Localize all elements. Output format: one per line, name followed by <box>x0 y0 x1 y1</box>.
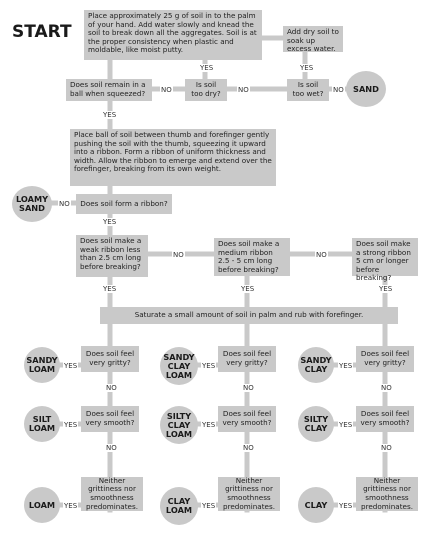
weak-ribbon-question: Does soil make a weak ribbon less than 2… <box>76 235 148 277</box>
answer-label: YES <box>63 362 79 370</box>
gritty-question-col1: Does soil feel very gritty? <box>81 346 139 372</box>
outcome-sandy-clay-loam: SANDY CLAY LOAM <box>160 347 198 385</box>
answer-label: YES <box>240 285 256 293</box>
ball-question: Does soil remain in a ball when squeezed… <box>66 79 152 101</box>
answer-label: YES <box>199 64 215 72</box>
answer-label: YES <box>201 362 217 370</box>
neither-question-col2: Neither grittiness nor smoothness predom… <box>218 476 280 511</box>
outcome-sandy-loam: SANDY LOAM <box>24 347 60 383</box>
strong-ribbon-question: Does soil make a strong ribbon 5 cm or l… <box>352 238 418 282</box>
answer-label: YES <box>338 421 354 429</box>
answer-label: YES <box>378 285 394 293</box>
neither-question-col3: Neither grittiness nor smoothness predom… <box>356 476 418 511</box>
gritty-question-col2: Does soil feel very gritty? <box>218 346 276 372</box>
answer-label: YES <box>102 218 118 226</box>
answer-label: YES <box>299 64 315 72</box>
outcome-silty-clay-loam: SILTY CLAY LOAM <box>160 406 198 444</box>
outcome-sandy-clay: SANDY CLAY <box>298 347 334 383</box>
answer-label: NO <box>380 444 393 452</box>
outcome-loam: LOAM <box>24 487 60 523</box>
answer-label: YES <box>201 421 217 429</box>
smooth-question-col2: Does soil feel very smooth? <box>218 406 276 432</box>
answer-label: NO <box>242 444 255 452</box>
add-dry-soil-step: Add dry soil to soak up excess water. <box>283 26 343 53</box>
answer-label: YES <box>338 362 354 370</box>
too-dry-question: Is soil too dry? <box>185 79 227 101</box>
outcome-loamy-sand: LOAMY SAND <box>12 186 52 222</box>
answer-label: NO <box>105 384 118 392</box>
outcome-sand: SAND <box>346 71 386 107</box>
smooth-question-col3: Does soil feel very smooth? <box>356 406 414 432</box>
answer-label: YES <box>338 502 354 510</box>
answer-label: YES <box>201 502 217 510</box>
ribbon-instructions: Place ball of soil between thumb and for… <box>70 129 276 186</box>
answer-label: YES <box>63 502 79 510</box>
outcome-silt-loam: SILT LOAM <box>24 406 60 442</box>
answer-label: NO <box>172 251 185 259</box>
answer-label: NO <box>332 86 345 94</box>
answer-label: YES <box>102 285 118 293</box>
answer-label: NO <box>58 200 71 208</box>
start-label: START <box>12 22 72 42</box>
gritty-question-col3: Does soil feel very gritty? <box>356 346 414 372</box>
too-wet-question: Is soil too wet? <box>287 79 329 101</box>
answer-label: NO <box>237 86 250 94</box>
outcome-silty-clay: SILTY CLAY <box>298 406 334 442</box>
outcome-clay: CLAY <box>298 487 334 523</box>
answer-label: YES <box>63 421 79 429</box>
smooth-question-col1: Does soil feel very smooth? <box>81 406 139 432</box>
saturate-step: Saturate a small amount of soil in palm … <box>100 307 398 324</box>
answer-label: NO <box>105 444 118 452</box>
answer-label: NO <box>242 384 255 392</box>
answer-label: NO <box>315 251 328 259</box>
neither-question-col1: Neither grittiness nor smoothness predom… <box>81 476 143 511</box>
outcome-clay-loam: CLAY LOAM <box>160 487 198 525</box>
answer-label: NO <box>160 86 173 94</box>
intro-step: Place approximately 25 g of soil in to t… <box>84 10 262 60</box>
answer-label: YES <box>102 111 118 119</box>
medium-ribbon-question: Does soil make a medium ribbon 2.5 - 5 c… <box>214 238 290 276</box>
answer-label: NO <box>380 384 393 392</box>
form-ribbon-question: Does soil form a ribbon? <box>76 194 172 214</box>
